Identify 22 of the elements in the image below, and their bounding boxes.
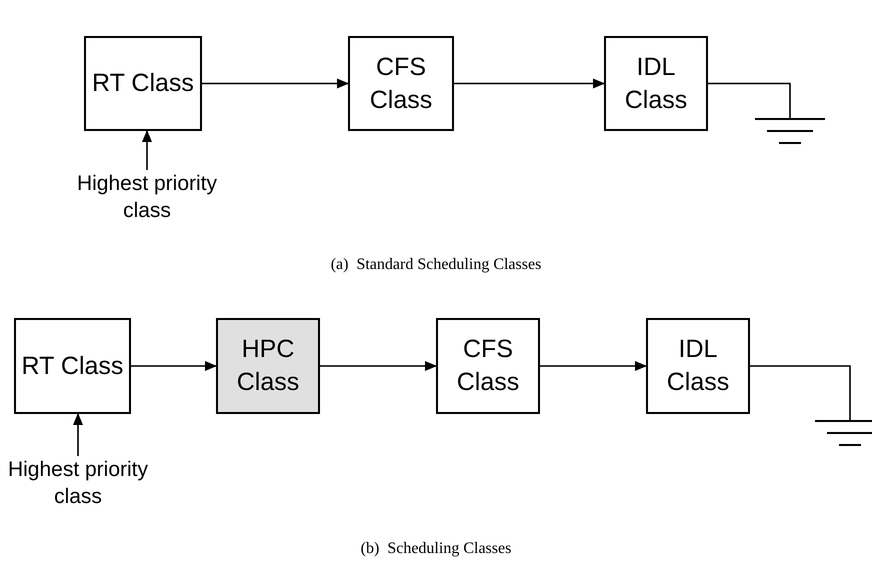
process-box: RT Class: [84, 36, 202, 131]
arrow: [142, 130, 152, 170]
arrow: [202, 78, 349, 88]
connector-line: [708, 82, 791, 118]
process-box: IDL Class: [604, 36, 708, 131]
process-box: RT Class: [14, 318, 131, 414]
annotation-text: Highest priority class: [62, 170, 232, 226]
figure-caption: (a) Standard Scheduling Classes: [330, 256, 542, 273]
process-box: HPC Class: [216, 318, 320, 414]
process-box: CFS Class: [436, 318, 540, 414]
arrow: [73, 413, 83, 456]
annotation-text: Highest priority class: [0, 456, 163, 512]
arrow: [320, 361, 437, 371]
ground-symbol: [815, 420, 872, 446]
process-box: IDL Class: [646, 318, 750, 414]
arrow: [131, 361, 217, 371]
connector-line: [750, 365, 851, 420]
arrow: [540, 361, 647, 371]
ground-symbol: [755, 118, 825, 144]
figure-caption: (b) Scheduling Classes: [360, 540, 512, 557]
arrow: [454, 78, 605, 88]
process-box: CFS Class: [348, 36, 454, 131]
